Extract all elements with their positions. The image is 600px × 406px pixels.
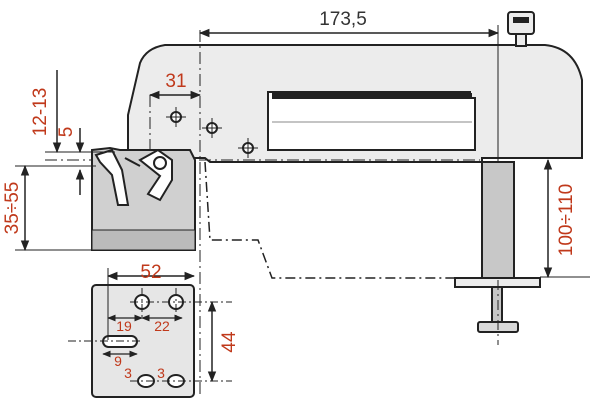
dim-arm-offset: 31 bbox=[165, 71, 186, 92]
dim-hole-spacing-a: 19 bbox=[116, 318, 132, 334]
clamp-screw bbox=[491, 286, 503, 326]
dim-plate-width: 52 bbox=[140, 262, 161, 283]
clamp-post bbox=[481, 161, 515, 281]
dim-plate-height: 44 bbox=[219, 331, 240, 353]
key-icon bbox=[507, 11, 535, 47]
dim-small-b: 3 bbox=[157, 365, 165, 381]
dim-top-length: 173,5 bbox=[319, 9, 367, 30]
dim-vise-height: 35÷55 bbox=[2, 182, 23, 235]
dim-gap: 5 bbox=[56, 127, 77, 138]
vise-clamp bbox=[94, 148, 173, 206]
dim-clearance: 12-13 bbox=[30, 88, 51, 137]
dim-slot-length: 9 bbox=[114, 353, 122, 369]
hidden-lines bbox=[204, 161, 470, 279]
dim-small-a: 3 bbox=[124, 365, 132, 381]
dim-hole-spacing-b: 22 bbox=[154, 318, 170, 334]
dim-clamp-range: 100÷110 bbox=[556, 184, 577, 256]
body-window bbox=[267, 91, 476, 151]
